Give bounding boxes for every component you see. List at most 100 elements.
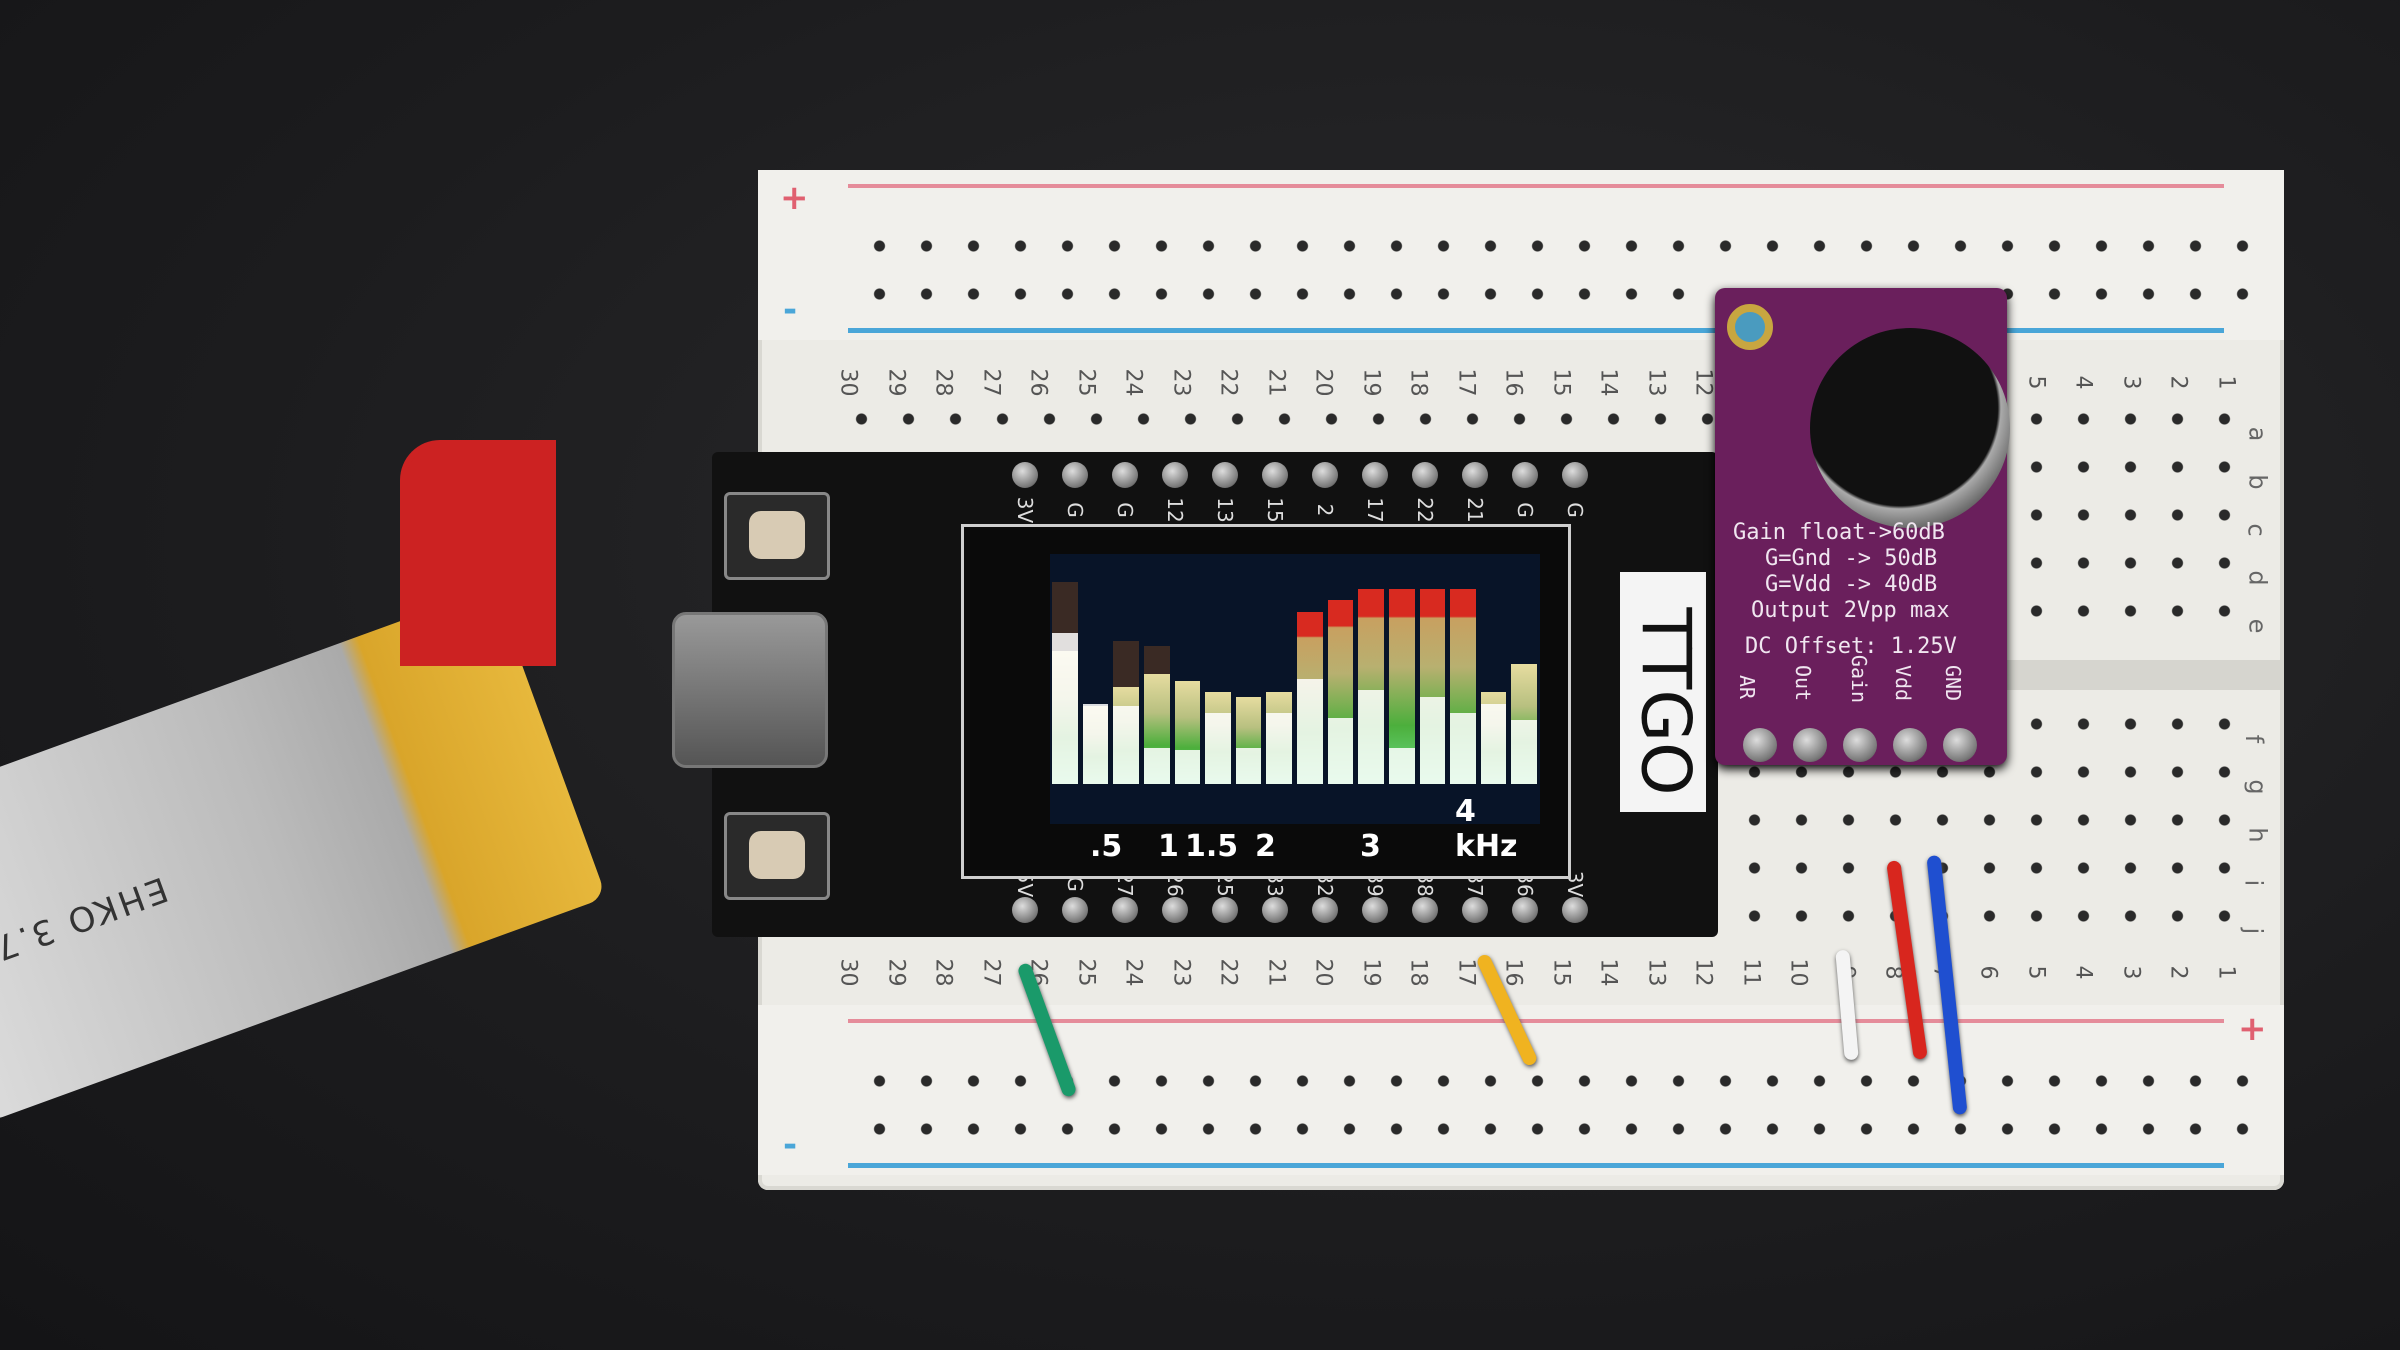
spectrum-level: [1266, 713, 1292, 784]
spectrum-display: .5 1 1.5 2 3 4 kHz: [1050, 554, 1540, 864]
column-number: 5: [2023, 965, 2048, 980]
mic-pin: [1743, 728, 1777, 762]
column-number: 25: [1073, 958, 1098, 987]
mic-pin-label: Vdd: [1891, 664, 1916, 702]
column-number: 24: [1120, 368, 1146, 397]
column-number: 28: [930, 958, 956, 987]
header-pin: [1512, 897, 1538, 923]
column-number: 23: [1168, 368, 1193, 397]
spectrum-peak: [1143, 646, 1170, 674]
mic-text-line: G=Gnd -> 50dB: [1765, 546, 1938, 571]
column-number: 21: [1263, 958, 1288, 987]
freq-label: 1: [1158, 829, 1179, 864]
column-number: 12: [1690, 958, 1716, 987]
column-number: 17: [1453, 958, 1478, 987]
mounting-hole: [1727, 304, 1773, 350]
column-number: 12: [1690, 368, 1716, 397]
column-number: 2: [2165, 375, 2191, 390]
freq-label: 2: [1255, 829, 1276, 864]
header-pin: [1212, 897, 1238, 923]
column-number: 3: [2118, 965, 2143, 980]
freq-label: 4 kHz: [1455, 794, 1518, 864]
column-number: 29: [883, 958, 908, 987]
column-number: 6: [1975, 965, 2001, 980]
column-number: 25: [1073, 368, 1098, 397]
mic-text-line: Gain float->60dB: [1733, 520, 1945, 545]
column-number: 19: [1358, 368, 1383, 397]
battery-label: EHKO 3.7V: [0, 868, 173, 978]
column-number: 20: [1310, 958, 1336, 987]
microphone-capsule: [1810, 328, 2010, 528]
header-pin: [1062, 897, 1088, 923]
column-number: 15: [1548, 368, 1573, 397]
header-pin: [1262, 462, 1288, 488]
column-number: 18: [1405, 368, 1431, 397]
column-number: 1: [2213, 965, 2238, 980]
header-pin: [1362, 897, 1388, 923]
column-number: 30: [835, 368, 861, 397]
spectrum-level: [1143, 747, 1170, 784]
column-number: 3: [2118, 375, 2143, 390]
column-number: 16: [1500, 368, 1526, 397]
column-number: 20: [1310, 368, 1336, 397]
mic-text-line: G=Vdd -> 40dB: [1765, 572, 1938, 597]
mic-pin-label: AR: [1735, 674, 1760, 700]
row-letter: j: [2239, 927, 2268, 935]
spectrum-level: [1388, 747, 1415, 784]
column-number: 28: [930, 368, 956, 397]
header-pin: [1462, 897, 1488, 923]
mic-text-line: Output 2Vpp max: [1751, 598, 1950, 623]
spectrum-level: [1174, 749, 1201, 784]
column-number: 23: [1168, 958, 1193, 987]
header-pin: [1112, 897, 1138, 923]
header-pin: [1562, 897, 1588, 923]
spectrum-level: [1297, 678, 1323, 784]
freq-label: .5: [1090, 829, 1123, 864]
tft-screen: .5 1 1.5 2 3 4 kHz: [961, 524, 1571, 879]
header-pin: [1562, 462, 1588, 488]
header-pin: [1062, 462, 1088, 488]
spectrum-level: [1235, 747, 1262, 784]
ttgo-label: TTGO: [1620, 572, 1706, 812]
mic-pin-label: Out: [1791, 664, 1816, 702]
spectrum-level: [1052, 632, 1078, 784]
row-letter: d: [2243, 570, 2272, 586]
row-letter: e: [2243, 618, 2272, 634]
minus-sign: -: [783, 1125, 798, 1165]
column-number: 10: [1785, 958, 1811, 987]
row-letter: a: [2243, 426, 2272, 442]
header-pin: [1162, 462, 1188, 488]
column-number: 14: [1595, 958, 1621, 987]
header-pin: [1312, 897, 1338, 923]
spectrum-level: [1419, 696, 1446, 784]
row-letter: g: [2243, 779, 2272, 795]
row-letter: i: [2239, 879, 2268, 887]
minus-sign: -: [783, 290, 798, 330]
row-letter: c: [2242, 523, 2271, 537]
column-number: 16: [1500, 958, 1526, 987]
row-letter: f: [2240, 734, 2269, 744]
column-number: 14: [1595, 368, 1621, 397]
column-number: 26: [1025, 368, 1051, 397]
mic-text-line: DC Offset: 1.25V: [1745, 634, 1957, 659]
top-power-rail: + -: [758, 170, 2284, 340]
reset-button[interactable]: [724, 492, 830, 580]
header-pin: [1412, 462, 1438, 488]
header-pin: [1012, 897, 1038, 923]
column-number: 29: [883, 368, 908, 397]
row-letter: h: [2243, 827, 2272, 843]
spectrum-level: [1511, 719, 1537, 784]
column-number: 5: [2023, 375, 2048, 390]
plus-sign: +: [2238, 1009, 2267, 1049]
spectrum-level: [1082, 703, 1109, 784]
column-number: 15: [1548, 958, 1573, 987]
column-number: 19: [1358, 958, 1383, 987]
battery-red-lead: [400, 440, 556, 666]
spectrum-level: [1205, 713, 1231, 784]
boot-button[interactable]: [724, 812, 830, 900]
mic-pin: [1943, 728, 1977, 762]
header-pin: [1462, 462, 1488, 488]
freq-label: 3: [1360, 829, 1381, 864]
mic-pin-label: Gain: [1847, 654, 1872, 704]
spectrum-level: [1113, 706, 1139, 784]
